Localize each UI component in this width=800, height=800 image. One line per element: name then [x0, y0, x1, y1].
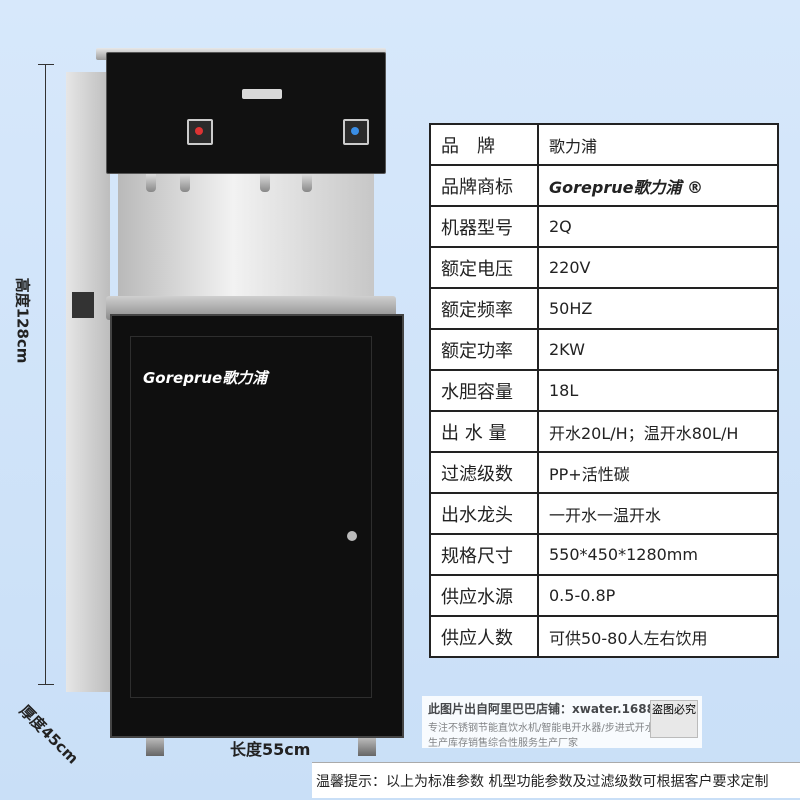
watermark-line2: 专注不锈钢节能直饮水机/智能电开水器/步进式开水器 [428, 723, 665, 734]
control-head [106, 52, 386, 174]
spec-value: 一开水一温开水 [537, 492, 779, 535]
spec-key: 机器型号 [429, 205, 539, 248]
spec-row: 出水龙头一开水一温开水 [429, 492, 779, 535]
faucet-4 [302, 174, 312, 192]
spec-key: 出水龙头 [429, 492, 539, 535]
spec-key: 品牌商标 [429, 164, 539, 207]
spec-value: 歌力浦 [537, 123, 779, 166]
foot-left-front [146, 738, 164, 756]
spec-key: 供应水源 [429, 574, 539, 617]
height-label: 高度128cm [13, 277, 32, 364]
spec-value: 2KW [537, 328, 779, 371]
watermark-line3: 生产库存销售综合性服务生产厂家 [428, 738, 578, 749]
height-dimension-line [45, 64, 46, 684]
spec-value: 开水20L/H；温开水80L/H [537, 410, 779, 453]
spec-key: 额定电压 [429, 246, 539, 289]
display-panel [242, 89, 282, 99]
lower-cabinet: Gorepruе歌力浦 [110, 314, 404, 738]
footer-note: 温馨提示：以上为标准参数 机型功能参数及过滤级数可根据客户要求定制 [312, 762, 800, 798]
spec-row: 出 水 量开水20L/H；温开水80L/H [429, 410, 779, 453]
spec-key: 规格尺寸 [429, 533, 539, 576]
spec-key: 供应人数 [429, 615, 539, 658]
spec-key: 出 水 量 [429, 410, 539, 453]
spec-value: 50HZ [537, 287, 779, 330]
spec-key: 水胆容量 [429, 369, 539, 412]
spec-row: 供应人数可供50-80人左右饮用 [429, 615, 779, 658]
spec-key: 额定功率 [429, 328, 539, 371]
foot-right-front [358, 738, 376, 756]
hot-water-button-icon [187, 119, 213, 145]
length-label: 长度55cm [230, 740, 311, 759]
faucet-2 [180, 174, 190, 192]
spec-key: 过滤级数 [429, 451, 539, 494]
spec-key: 品 牌 [429, 123, 539, 166]
faucet-3 [260, 174, 270, 192]
spec-key: 额定频率 [429, 287, 539, 330]
height-tick-bottom [38, 684, 54, 685]
spec-value: PP+活性碳 [537, 451, 779, 494]
spec-value: 0.5-0.8P [537, 574, 779, 617]
side-handle [72, 292, 94, 318]
faucet-1 [146, 174, 156, 192]
spec-value: 2Q [537, 205, 779, 248]
spec-value: 可供50-80人左右饮用 [537, 615, 779, 658]
door-lock-icon [347, 531, 357, 541]
water-dispenser-image: Gorepruе歌力浦 [66, 48, 406, 756]
spec-value: 550*450*1280mm [537, 533, 779, 576]
watermark-line1: 此图片出自阿里巴巴店铺：xwater.1688.com [428, 702, 688, 716]
cabinet-brand-logo: Gorepruе歌力浦 [143, 369, 268, 387]
warm-water-button-icon [343, 119, 369, 145]
dispenser-side-panel [66, 72, 110, 692]
spec-row: 品 牌歌力浦 [429, 123, 779, 166]
cabinet-door: Gorepruе歌力浦 [130, 336, 372, 698]
spec-value: Gorepruе歌力浦 ® [537, 164, 779, 207]
stamp-badge: 盗图必究 [650, 700, 698, 738]
spec-value: 18L [537, 369, 779, 412]
spec-value: 220V [537, 246, 779, 289]
height-tick-top [38, 64, 54, 65]
dispensing-area [118, 174, 374, 304]
